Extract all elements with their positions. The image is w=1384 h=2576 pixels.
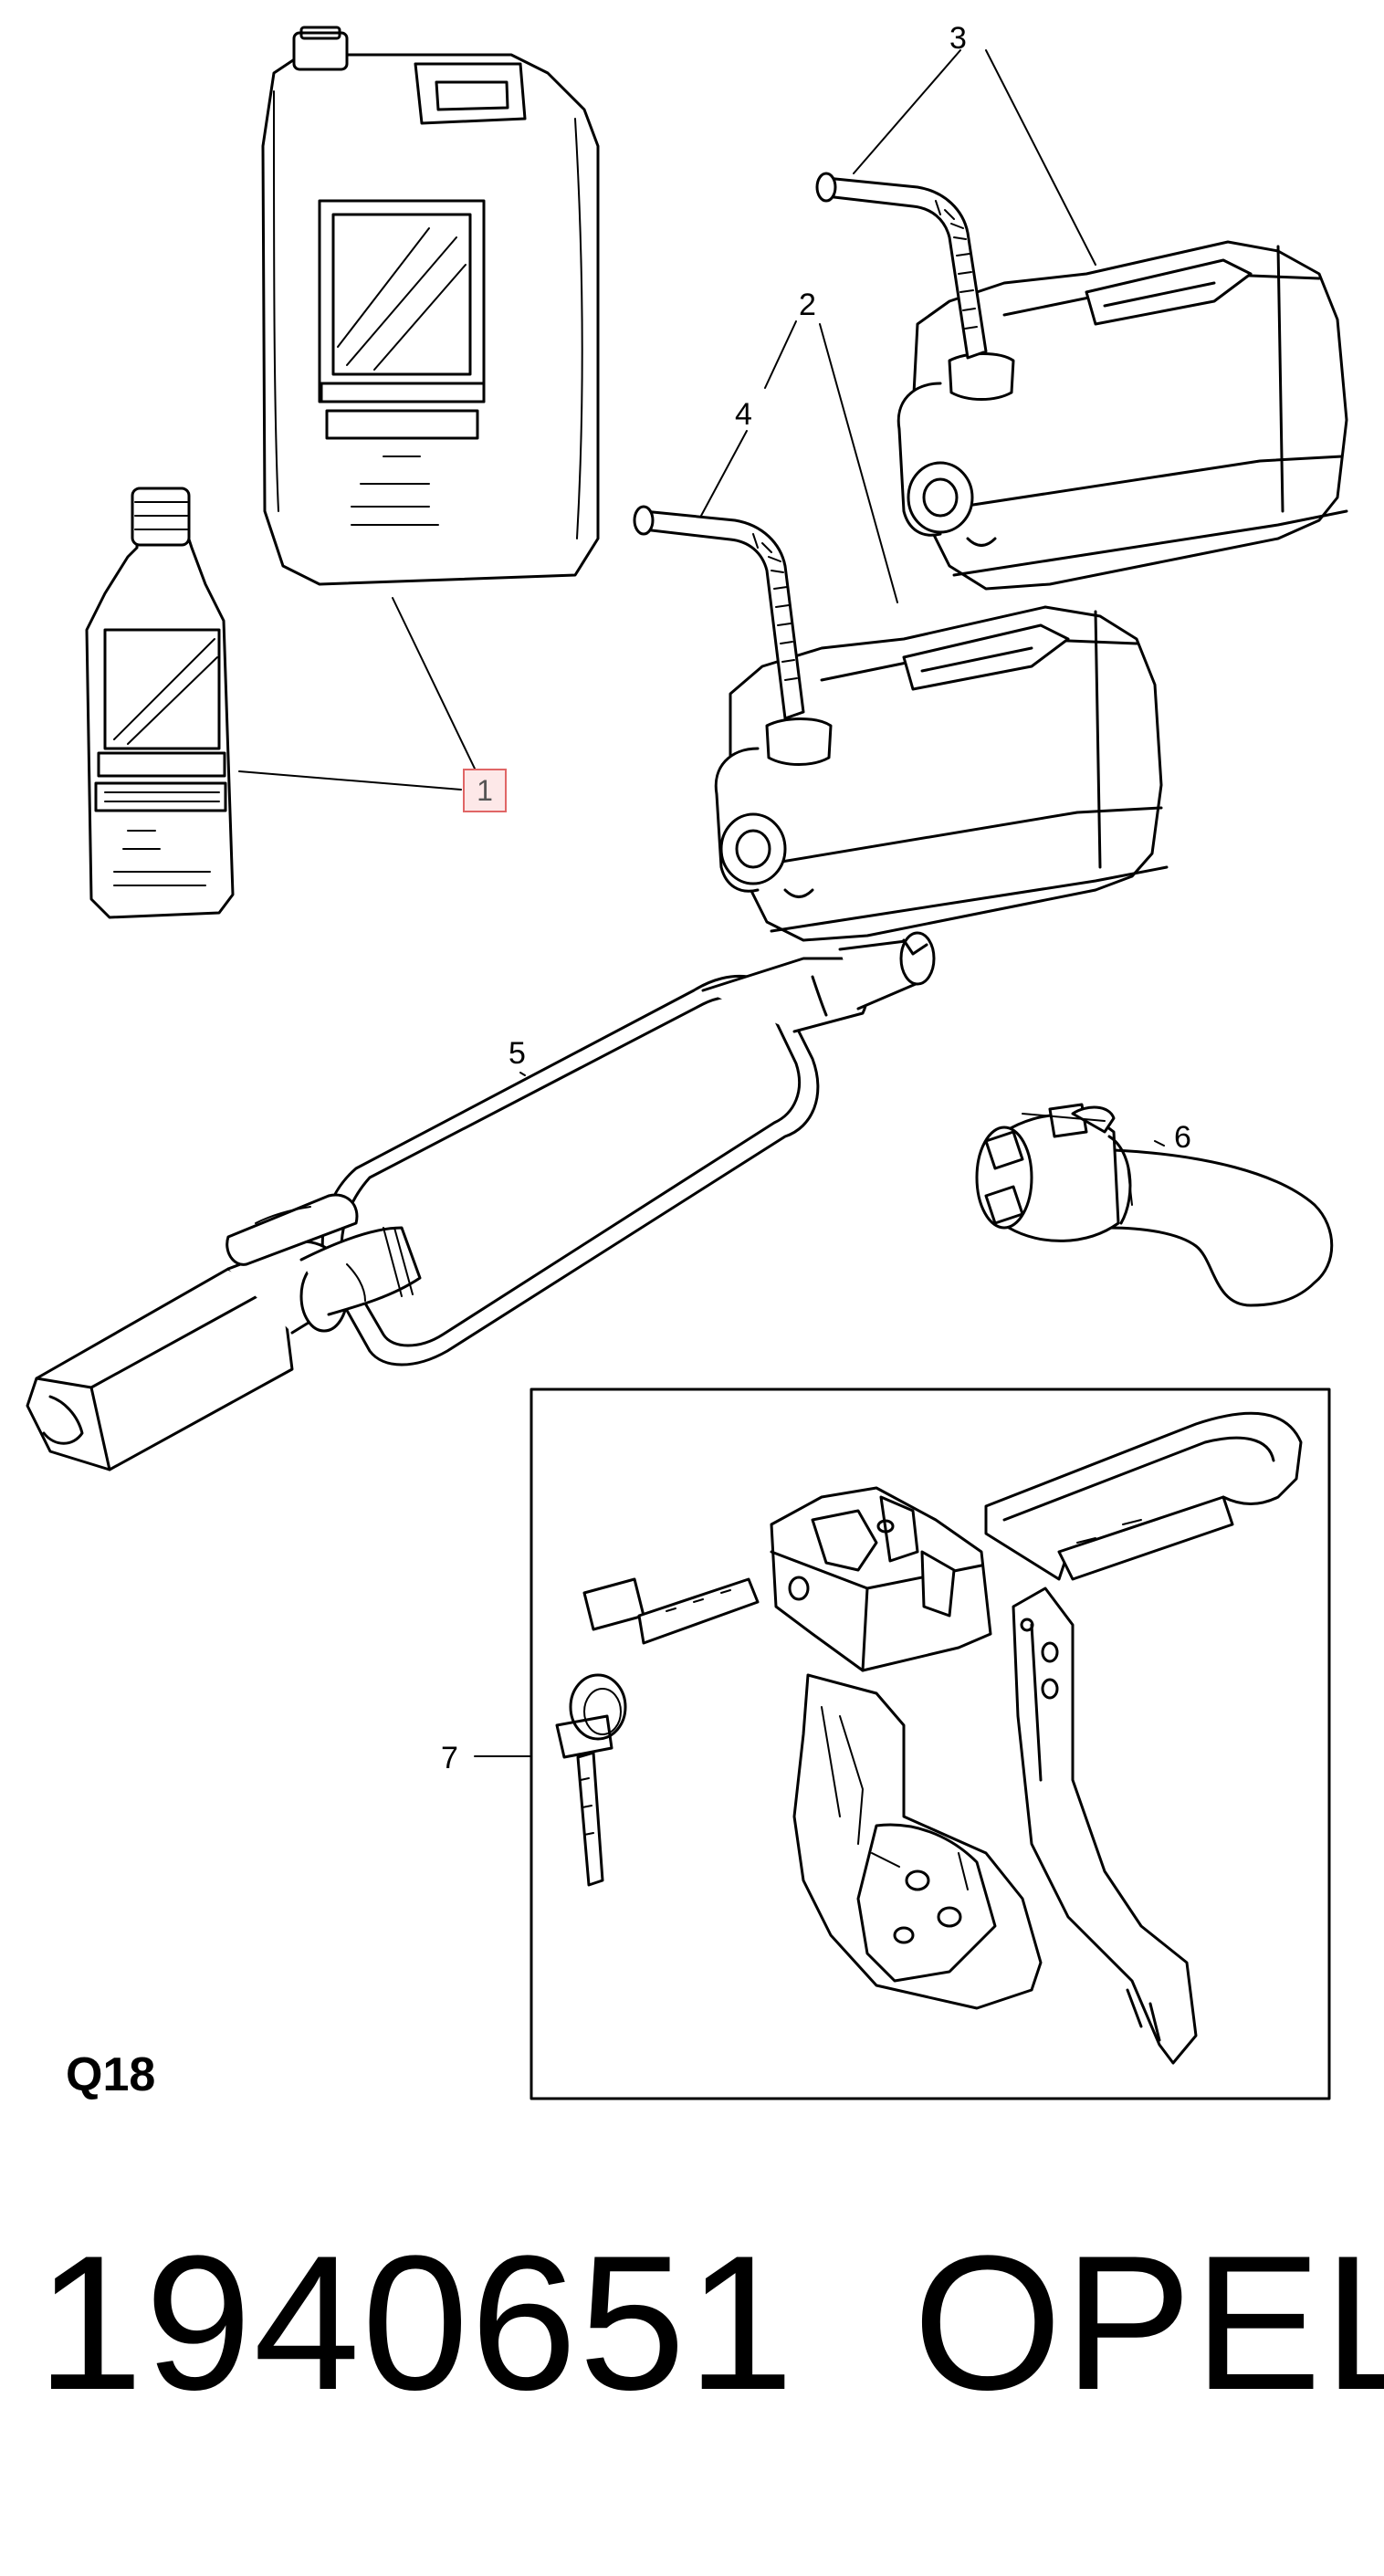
fuel-can-lower — [714, 605, 1169, 942]
leader-line-2a — [764, 320, 797, 389]
callout-1: 1 — [477, 773, 493, 807]
leader-line-6 — [1154, 1140, 1165, 1147]
fuel-can-upper — [896, 240, 1348, 591]
diagram-code: Q18 — [66, 2048, 156, 2101]
callout-1-highlight[interactable]: 1 — [463, 769, 507, 812]
fuel-can-upper-spout — [815, 172, 988, 360]
brand-name: OPEL — [913, 2215, 1384, 2430]
leader-line-3b — [985, 49, 1096, 266]
callout-2: 2 — [799, 288, 816, 322]
leader-line-4 — [700, 430, 748, 517]
lock-housing — [770, 1486, 992, 1672]
mounting-bracket — [1012, 1586, 1198, 2065]
callout-6: 6 — [1174, 1120, 1191, 1155]
callout-5: 5 — [509, 1036, 526, 1071]
mounting-plate — [792, 1673, 1043, 2010]
lock-kit-frame — [529, 1387, 1331, 2100]
coolant-bottle — [85, 487, 235, 919]
fuel-can-lower-spout — [633, 505, 805, 720]
callout-3: 3 — [949, 21, 967, 56]
coolant-canister — [261, 26, 600, 586]
key-set — [555, 1577, 760, 1887]
leader-line-3a — [853, 49, 961, 174]
part-number: 1940651 — [37, 2215, 796, 2430]
lock-clip — [984, 1411, 1303, 1581]
leader-line-1b — [238, 770, 462, 791]
filler-adapter — [975, 1103, 1334, 1307]
leader-line-1a — [392, 597, 476, 770]
callout-7: 7 — [441, 1741, 458, 1775]
callout-4: 4 — [735, 397, 752, 432]
leader-line-2b — [819, 323, 898, 603]
leader-line-5 — [519, 1072, 526, 1076]
exhaust-silencer — [26, 931, 936, 1471]
